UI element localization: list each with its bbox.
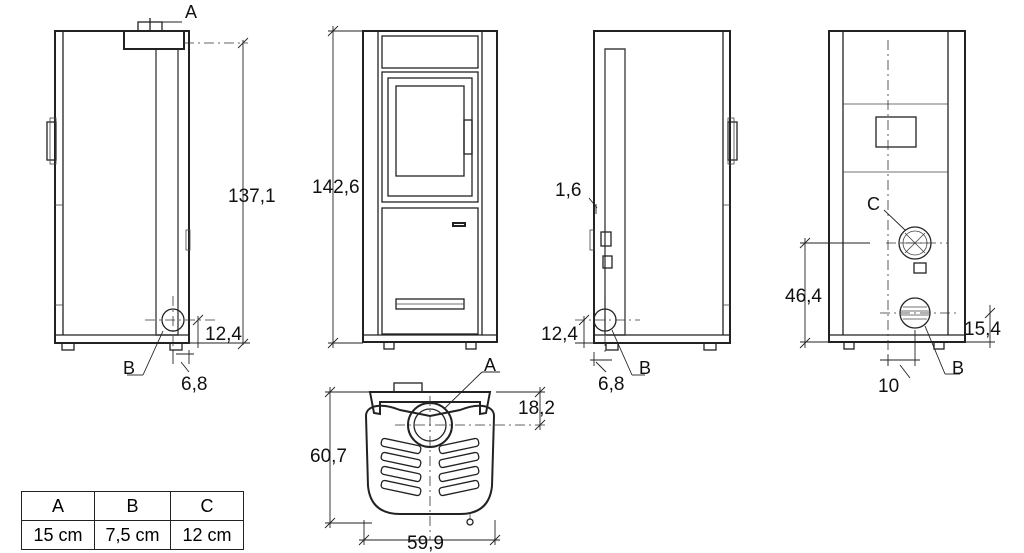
legend-value-b: 7,5 cm: [94, 520, 171, 550]
front-view: [327, 25, 498, 350]
legend-header-c: C: [170, 491, 244, 521]
callout-b-right: B: [639, 358, 651, 378]
dim-rear-outlet-height: 15,4: [964, 319, 1001, 340]
dim-rear-air-height: 46,4: [785, 286, 822, 307]
callout-a-top: A: [484, 355, 496, 375]
legend-header-b: B: [94, 491, 171, 521]
dim-side-right-small: 1,6: [555, 180, 581, 201]
diameter-legend-table: A B C 15 cm 7,5 cm 12 cm: [21, 491, 244, 550]
legend-value-a: 15 cm: [21, 520, 95, 550]
side-view-right: [575, 30, 738, 376]
dim-top-width: 59,9: [407, 533, 444, 553]
side-view-left: [46, 18, 250, 376]
rear-view: [799, 30, 996, 379]
dim-rear-outlet-offset: 10: [878, 376, 899, 397]
callout-b-rear: B: [952, 358, 964, 378]
top-view: [324, 371, 546, 546]
dim-top-depth: 60,7: [310, 446, 347, 467]
legend-header-row: A B C: [21, 491, 244, 521]
callout-c-rear: C: [867, 194, 880, 214]
legend-header-a: A: [21, 491, 95, 521]
dim-side-left-outlet-offset: 6,8: [181, 374, 207, 395]
dim-top-flue-offset: 18,2: [518, 398, 555, 419]
dim-side-right-outlet-offset: 6,8: [598, 374, 624, 395]
callout-a-left: A: [185, 2, 197, 22]
legend-value-c: 12 cm: [170, 520, 244, 550]
dim-side-right-outlet-height: 12,4: [541, 324, 578, 345]
dim-side-left-height: 137,1: [228, 186, 276, 207]
legend-value-row: 15 cm 7,5 cm 12 cm: [21, 520, 244, 550]
dim-side-left-outlet-height: 12,4: [205, 324, 242, 345]
callout-b-left: B: [123, 358, 135, 378]
dim-front-height: 142,6: [312, 177, 360, 198]
